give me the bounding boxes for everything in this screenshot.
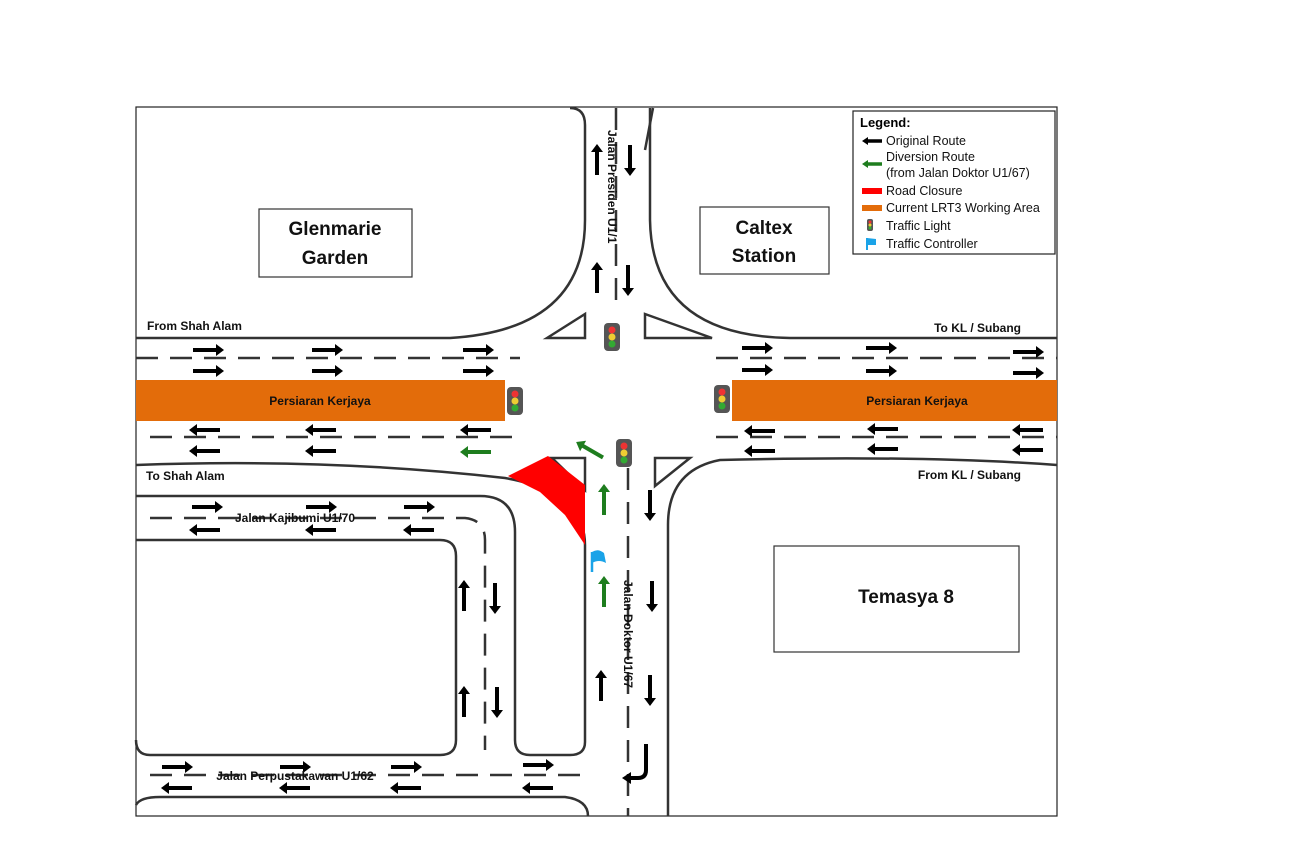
place-caltex-line1: Caltex — [735, 218, 792, 239]
place-box-glenmarie — [258, 208, 413, 278]
place-temasya: Temasya 8 — [858, 587, 954, 608]
lrt-working-area-east — [732, 380, 1057, 421]
road-label-perpustakawan: Jalan Perpustakawan U1/62 — [216, 769, 374, 783]
legend-diversion-note: (from Jalan Doktor U1/67) — [886, 166, 1030, 180]
lane-markings — [136, 108, 1057, 816]
diversion-route-arrow — [598, 576, 610, 607]
original-route-arrow — [463, 344, 494, 356]
original-route-arrow — [742, 364, 773, 376]
original-route-arrow — [305, 445, 336, 457]
green-arrow-icon — [862, 160, 882, 168]
direction-to-shah-alam: To Shah Alam — [146, 469, 225, 483]
original-route-arrow — [192, 501, 223, 513]
lrt-working-area-west — [136, 380, 505, 421]
road-label-kerjaya-west: Persiaran Kerjaya — [269, 394, 371, 408]
original-route-arrow — [312, 344, 343, 356]
legend-original-route: Original Route — [886, 134, 966, 148]
original-route-arrow — [458, 580, 470, 611]
place-box-temasya — [773, 545, 1020, 653]
original-route-arrow — [460, 424, 491, 436]
traffic-light-icon — [507, 387, 523, 415]
traffic-controller-flag-icon — [590, 550, 606, 572]
direction-from-kl: From KL / Subang — [918, 468, 1021, 482]
road-closure-area — [508, 456, 585, 545]
road-label-kajibumi: Jalan Kajibumi U1/70 — [235, 511, 355, 525]
original-route-arrow — [193, 344, 224, 356]
original-route-arrow — [867, 423, 898, 435]
flag-icon — [866, 238, 876, 250]
original-route-arrow — [189, 424, 220, 436]
traffic-light-icon — [616, 439, 632, 467]
place-glenmarie-line1: Glenmarie — [289, 219, 382, 240]
original-route-arrow — [161, 782, 192, 794]
original-route-arrow — [1013, 346, 1044, 358]
road-label-kerjaya-east: Persiaran Kerjaya — [866, 394, 968, 408]
traffic-light-icon — [867, 219, 873, 231]
direction-to-kl: To KL / Subang — [934, 321, 1021, 335]
original-route-arrow — [867, 443, 898, 455]
route-arrows — [161, 144, 1044, 794]
original-route-arrow — [644, 675, 656, 706]
direction-from-shah-alam: From Shah Alam — [147, 319, 242, 333]
original-route-arrow — [1012, 424, 1043, 436]
original-route-arrow — [162, 761, 193, 773]
original-route-arrow — [305, 524, 336, 536]
red-bar-icon — [862, 188, 882, 194]
original-route-arrow — [591, 144, 603, 175]
legend-lrt-area: Current LRT3 Working Area — [886, 201, 1040, 215]
orange-bar-icon — [862, 205, 882, 211]
original-route-arrow — [390, 782, 421, 794]
original-route-arrow — [522, 782, 553, 794]
original-route-arrow — [1012, 444, 1043, 456]
road-edges — [134, 106, 1058, 817]
legend: Legend: Original Route Diversion Route (… — [852, 110, 1056, 255]
original-route-arrow — [193, 365, 224, 377]
legend-title: Legend: — [860, 115, 911, 130]
place-caltex-line2: Station — [732, 246, 796, 267]
legend-road-closure: Road Closure — [886, 184, 962, 198]
original-route-arrow — [306, 501, 337, 513]
original-route-arrow — [866, 342, 897, 354]
original-route-arrow — [279, 782, 310, 794]
legend-traffic-controller: Traffic Controller — [886, 237, 978, 251]
diversion-route-arrow — [460, 446, 491, 458]
u-turn-arrow — [622, 744, 648, 784]
road-label-presiden: Jalan Presiden U1/1 — [605, 130, 619, 244]
original-route-arrow — [595, 670, 607, 701]
original-route-arrow — [489, 583, 501, 614]
traffic-light-icon — [604, 323, 620, 351]
original-route-arrow — [312, 365, 343, 377]
original-route-arrow — [646, 581, 658, 612]
original-route-arrow — [523, 759, 554, 771]
place-glenmarie-line2: Garden — [302, 248, 369, 269]
original-route-arrow — [463, 365, 494, 377]
original-route-arrow — [491, 687, 503, 718]
road-label-doktor: Jalan Doktor U1/67 — [621, 580, 635, 688]
original-route-arrow — [305, 424, 336, 436]
original-route-arrow — [644, 490, 656, 521]
diversion-route-arrow — [598, 484, 610, 515]
original-route-arrow — [591, 262, 603, 293]
original-route-arrow — [1013, 367, 1044, 379]
diversion-route-arrow — [576, 440, 604, 460]
original-route-arrow — [624, 145, 636, 176]
original-route-arrow — [458, 686, 470, 717]
place-box-caltex — [699, 206, 830, 275]
legend-traffic-light: Traffic Light — [886, 219, 951, 233]
traffic-light-icon — [714, 385, 730, 413]
original-route-arrow — [404, 501, 435, 513]
original-route-arrow — [744, 445, 775, 457]
black-arrow-icon — [862, 137, 882, 145]
original-route-arrow — [622, 265, 634, 296]
original-route-arrow — [403, 524, 434, 536]
original-route-arrow — [742, 342, 773, 354]
original-route-arrow — [744, 425, 775, 437]
legend-diversion-route: Diversion Route — [886, 150, 975, 164]
original-route-arrow — [189, 445, 220, 457]
original-route-arrow — [866, 365, 897, 377]
original-route-arrow — [189, 524, 220, 536]
original-route-arrow — [280, 761, 311, 773]
original-route-arrow — [391, 761, 422, 773]
traffic-lights — [507, 323, 730, 467]
